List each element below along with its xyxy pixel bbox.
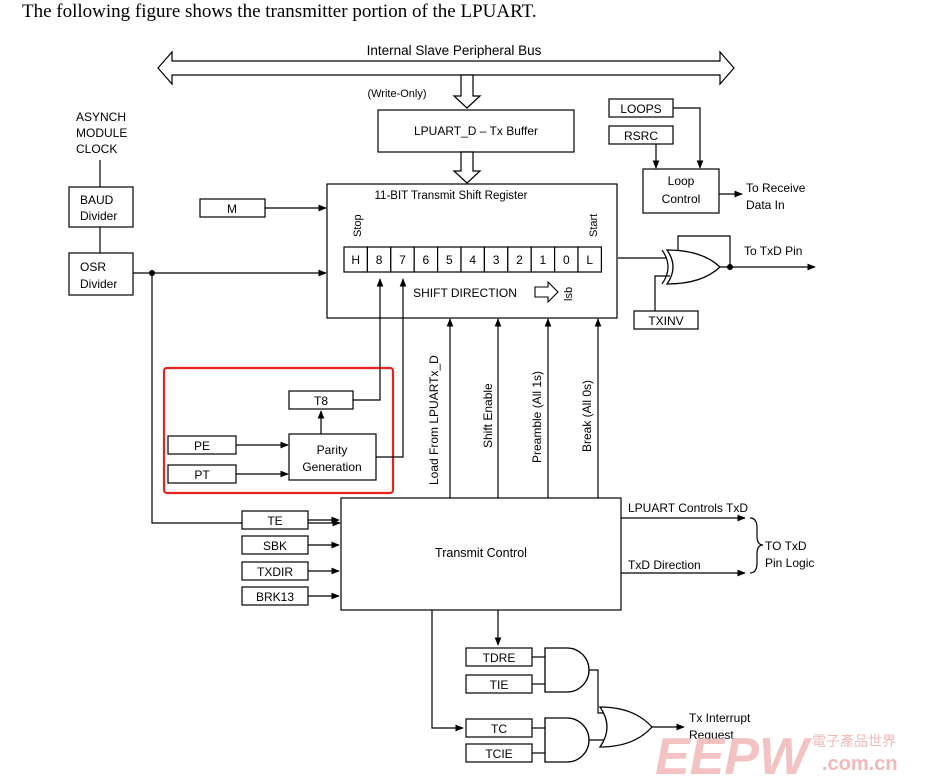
control-input-label: SBK: [263, 539, 287, 553]
tc-label: TC: [491, 722, 507, 736]
bit-cell-label: 1: [540, 253, 547, 267]
and-gate-1: [544, 647, 590, 693]
loop-control: [642, 168, 720, 214]
osr-line1: OSR: [80, 260, 106, 274]
buffer-to-shift-arrow: [452, 151, 482, 184]
to-txd-logic-line1: TO TxD: [765, 539, 807, 553]
tx-interrupt-line2: Request: [689, 728, 734, 742]
m-register-label: M: [227, 202, 237, 216]
tdre-label: TDRE: [483, 651, 516, 665]
tcie-label: TCIE: [485, 747, 512, 761]
tx-buffer: [377, 109, 575, 153]
bus-arrow: [157, 50, 735, 86]
loop-feedback-wire: [677, 235, 731, 267]
write-only-label: (Write-Only): [367, 88, 426, 100]
or-gate: [598, 706, 653, 748]
control-to-tc-wire: [431, 610, 464, 732]
bit-cell-label: 7: [399, 253, 406, 267]
rsrc-label: RSRC: [624, 129, 658, 143]
watermark-cn: 電子產品世界: [812, 733, 896, 750]
preamble-label: Preamble (All 1s): [530, 371, 544, 463]
t8-label: T8: [314, 394, 328, 408]
transmit-control: [340, 497, 622, 611]
break-label: Break (All 0s): [580, 380, 594, 452]
xor-back-arc: [661, 249, 669, 285]
bit-cell: [577, 246, 602, 273]
txinv-register: [633, 310, 699, 330]
control-input-label: TE: [267, 514, 282, 528]
to-txd-logic-line2: Pin Logic: [765, 556, 814, 570]
loops-label: LOOPS: [620, 102, 661, 116]
osr-divider: [68, 252, 134, 296]
and-gate-2: [544, 717, 590, 763]
watermark-url: .com.cn: [822, 753, 898, 775]
bus-to-buffer-arrow: [452, 74, 482, 109]
clock-label-line3: CLOCK: [76, 142, 117, 156]
rsrc-register: [608, 125, 674, 145]
to-txd-pin-label: To TxD Pin: [744, 244, 802, 258]
shift-register-title: 11-BIT Transmit Shift Register: [375, 190, 528, 202]
control-input-label: BRK13: [256, 590, 294, 604]
bit-cell-label: 2: [516, 253, 523, 267]
pe-label: PE: [194, 439, 210, 453]
tie-label: TIE: [490, 678, 509, 692]
loop-control-line2: Control: [662, 192, 701, 206]
lsb-label: lsb: [563, 287, 575, 301]
parity-line2: Generation: [302, 460, 361, 474]
figure-caption: The following figure shows the transmitt…: [22, 1, 537, 22]
parity-highlight-frame: [162, 366, 395, 495]
start-label: Start: [588, 214, 600, 237]
clock-label-line1: ASYNCH: [76, 110, 126, 124]
shift-register-bits: H 8 7 6 5 4 3 2 1 0 L: [343, 246, 602, 273]
shift-direction-label: SHIFT DIRECTION: [413, 286, 517, 300]
bit-cell-label: 5: [446, 253, 453, 267]
control-input-label: TXDIR: [257, 565, 293, 579]
baud-line2: Divider: [80, 209, 117, 223]
bit-cell-label: 4: [469, 253, 476, 267]
txinv-label: TXINV: [648, 314, 683, 328]
tx-buffer-label: LPUART_D – Tx Buffer: [414, 124, 538, 138]
watermark-logo: EEPW: [655, 728, 812, 777]
to-receive-line2: Data In: [746, 198, 785, 212]
loop-control-line1: Loop: [668, 174, 695, 188]
loops-to-loop-control-wire: [673, 107, 704, 169]
bit-cell-label: H: [351, 253, 360, 267]
xor-gate: [665, 249, 721, 285]
shift-enable-label: Shift Enable: [481, 383, 495, 448]
tx-interrupt-line1: Tx Interrupt: [689, 711, 751, 725]
shift-direction-arrow: [534, 280, 559, 304]
load-signal-label: Load From LPUARTx_D: [427, 355, 441, 485]
txd-logic-brace: [749, 517, 764, 574]
bus-label: Internal Slave Peripheral Bus: [367, 43, 542, 58]
bit-cell-label: L: [586, 253, 593, 267]
parity-generation: [288, 433, 377, 481]
t8-to-bit8-wire: [353, 278, 384, 401]
lpuart-controls-label: LPUART Controls TxD: [628, 501, 748, 515]
to-receive-line1: To Receive: [746, 181, 806, 195]
txinv-to-xor-wire: [654, 275, 670, 311]
baud-divider: [68, 186, 134, 228]
bit-cell-label: 6: [423, 253, 430, 267]
stop-label: Stop: [352, 214, 364, 237]
transmit-control-label: Transmit Control: [435, 546, 527, 560]
clock-label-line2: MODULE: [76, 126, 127, 140]
parity-line1: Parity: [317, 443, 348, 457]
baud-line1: BAUD: [80, 193, 114, 207]
pt-label: PT: [194, 468, 210, 482]
bit-cell-label: 0: [563, 253, 570, 267]
osr-line2: Divider: [80, 277, 117, 291]
bit-cell-label: 8: [376, 253, 383, 267]
transmit-control-inputs: TE SBK TXDIR BRK13: [241, 510, 340, 606]
parity-to-bit7-wire: [376, 278, 407, 458]
txd-direction-label: TxD Direction: [628, 558, 701, 572]
bit-cell-label: 3: [493, 253, 500, 267]
